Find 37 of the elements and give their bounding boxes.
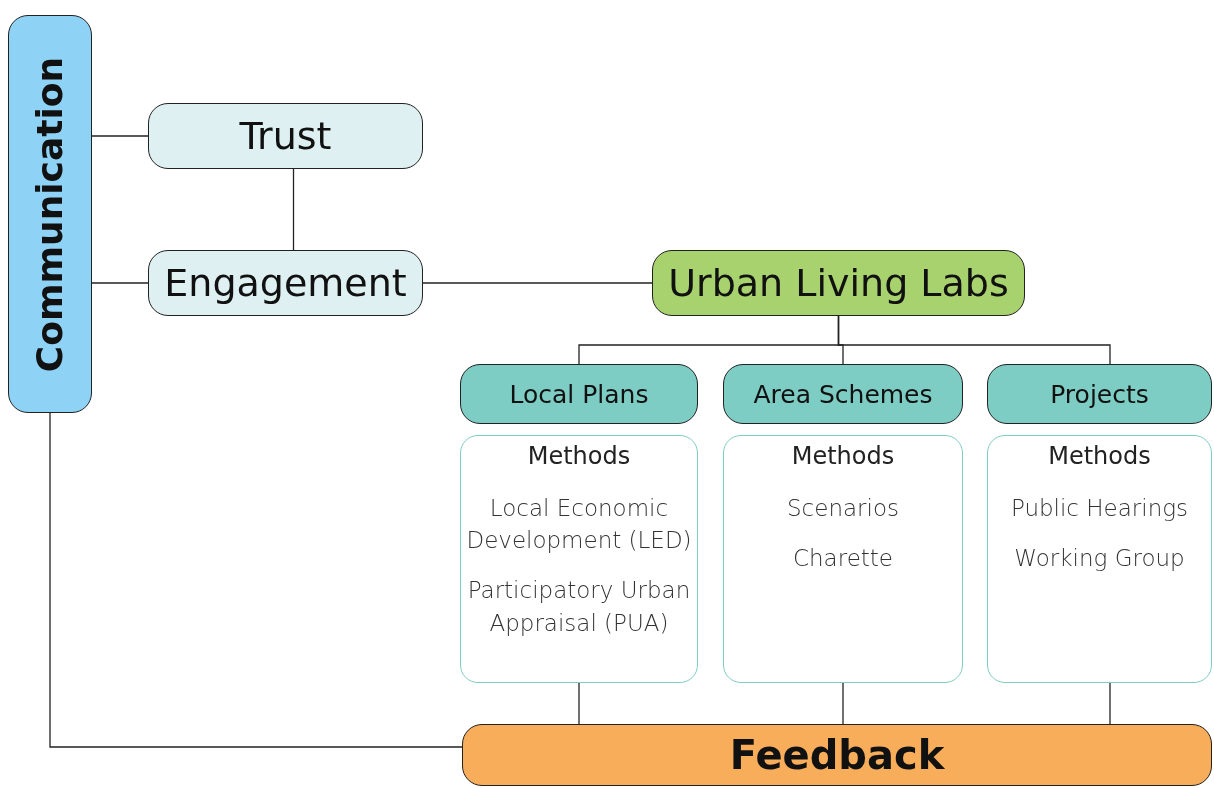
rounded-box	[652, 250, 1025, 316]
methods-panel	[723, 435, 963, 683]
connector-line	[837, 315, 1111, 365]
connector-line	[292, 168, 295, 251]
vertical-label: Communication	[29, 56, 71, 372]
rounded-box	[148, 250, 423, 316]
method-item: Local Economic Development (LED)	[465, 494, 693, 556]
box-label: Area Schemes	[753, 379, 933, 409]
connector-line	[49, 412, 463, 748]
connector-line	[1109, 682, 1111, 725]
connector-line	[91, 282, 149, 284]
header-box	[460, 364, 698, 424]
header-box	[723, 364, 963, 424]
header-box	[987, 364, 1212, 424]
methods-heading: Methods	[1048, 442, 1151, 470]
method-item: Participatory Urban Appraisal (PUA)	[466, 576, 692, 638]
box-label: Projects	[1050, 379, 1149, 409]
box-label: Trust	[239, 114, 332, 158]
method-item: Scenarios	[787, 494, 899, 523]
methods-heading: Methods	[527, 442, 631, 470]
methods-panel	[460, 435, 698, 683]
methods-panel	[987, 435, 1212, 683]
rounded-box	[462, 724, 1212, 786]
connector-line	[422, 282, 653, 284]
rounded-box	[148, 103, 423, 169]
connector-line	[842, 682, 844, 725]
box-label: Feedback	[729, 732, 945, 778]
methods-heading: Methods	[791, 442, 895, 470]
method-item: Working Group	[1014, 544, 1185, 574]
connector-line	[91, 135, 149, 137]
box-label: Local Plans	[509, 379, 649, 409]
box-label: Urban Living Labs	[668, 261, 1009, 305]
method-item: Public Hearings	[1010, 494, 1189, 523]
method-item: Charette	[793, 544, 893, 574]
box-label: Engagement	[164, 261, 407, 305]
rotated-label-box	[8, 15, 92, 413]
connector-line	[578, 682, 580, 725]
